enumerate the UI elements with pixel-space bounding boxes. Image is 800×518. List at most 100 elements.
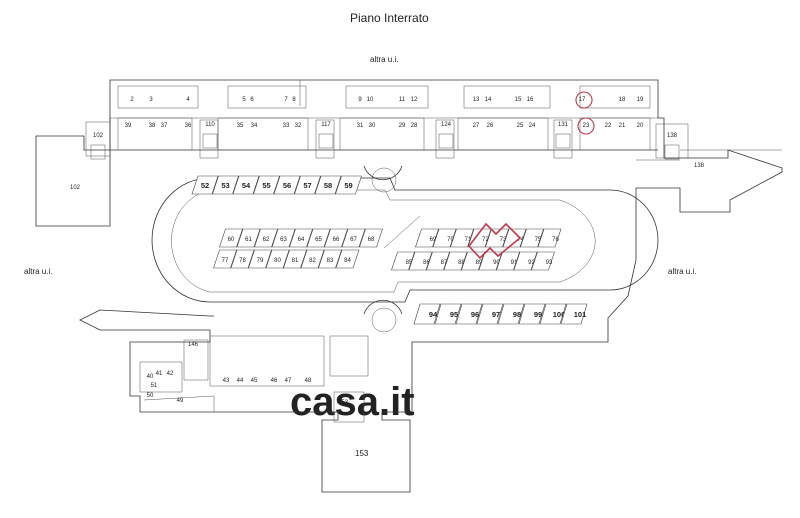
parking-stall [318,249,342,269]
cellar-10: 10 [367,97,374,103]
parking-stall [502,228,527,248]
parking-stall-label-66: 66 [333,237,340,243]
cellar-16: 16 [527,97,534,103]
parking-stall [300,249,325,269]
cellar-45: 45 [251,378,258,384]
cellar-19: 19 [637,97,644,103]
cellar-38: 38 [149,123,156,129]
parking-stall-label-84: 84 [344,258,351,264]
parking-stall [467,228,492,248]
stair-label-117: 117 [321,122,331,128]
cellar-43: 43 [223,378,230,384]
parking-stall [271,228,296,248]
ramp-track [151,177,659,303]
cellar-17: 17 [579,97,586,103]
parking-stall-label-96: 96 [471,310,479,319]
cellar-23: 23 [583,123,590,129]
parking-stall-label-82: 82 [309,258,316,264]
cellar-5: 5 [242,97,246,103]
parking-stall-label-73: 73 [500,237,507,243]
parking-stall-label-95: 95 [450,310,458,319]
cellar-44: 44 [237,378,244,384]
parking-stall [232,175,260,195]
parking-stall-label-87: 87 [441,260,448,266]
parking-stall-label-81: 81 [292,258,299,264]
cellar-18: 18 [619,97,626,103]
parking-stall-label-55: 55 [262,181,270,190]
parking-stall-label-78: 78 [239,258,246,264]
stair-core [202,133,218,149]
plan-title: Piano Interrato [350,11,429,25]
parking-stall [253,175,280,195]
cellar-50: 50 [147,393,154,399]
cellar-51: 51 [151,383,158,389]
parking-stall-label-72: 72 [482,237,489,243]
parking-stall [432,228,457,248]
parking-stall [314,175,342,195]
cellar-40: 40 [147,374,154,380]
parking-stall [531,251,555,271]
parking-stall-label-80: 80 [274,258,281,264]
parking-stall-label-57: 57 [303,181,311,190]
parking-stall-label-93: 93 [546,260,553,266]
parking-stall [236,228,261,248]
parking-stall [537,228,562,248]
side-label-138: 138 [694,163,705,169]
parking-stall-label-75: 75 [535,237,542,243]
stair-core [438,133,454,149]
cellar-39: 39 [125,123,132,129]
parking-stall-label-98: 98 [513,310,521,319]
cellar-13: 13 [473,97,480,103]
parking-stall [341,228,366,248]
parking-stall-label-90: 90 [493,260,500,266]
parking-stall [273,175,301,195]
cellar-12: 12 [411,97,418,103]
parking-stall [415,228,439,248]
cellar-47: 47 [285,378,292,384]
watermark: casa.it [290,380,415,424]
cellar-33: 33 [283,123,290,129]
stair-core [664,144,680,160]
cellar-24: 24 [529,123,536,129]
cellar-26: 26 [487,123,494,129]
cellar-11: 11 [399,97,406,103]
cellar-48: 48 [305,378,312,384]
cellar-32: 32 [295,123,302,129]
parking-stall [539,303,567,325]
spiral-ramps [363,165,403,333]
parking-stall-label-88: 88 [458,260,465,266]
parking-stall-label-59: 59 [344,181,352,190]
parking-stall [335,249,360,269]
parking-stall [248,249,272,269]
parking-stall-label-74: 74 [517,237,524,243]
parking-stall [450,228,474,248]
cellar-27: 27 [473,123,480,129]
parking-stall-label-79: 79 [257,258,264,264]
parking-stall-label-89: 89 [476,260,483,266]
cellar-42: 42 [167,371,174,377]
parking-stall [518,303,546,325]
parking-stall-label-69: 69 [430,237,437,243]
parking-stall-label-61: 61 [245,237,252,243]
stair-label-131: 131 [558,122,569,128]
parking-stall [496,251,520,271]
stair-label-153: 153 [338,400,349,406]
parking-stall-label-77: 77 [222,258,229,264]
parking-stall [478,251,503,271]
cellar-4: 4 [186,97,190,103]
cellar-6: 6 [250,97,254,103]
cellar-21: 21 [619,123,626,129]
parking-stall-label-67: 67 [350,237,357,243]
parking-stall-label-85: 85 [406,260,413,266]
cellar-49: 49 [177,398,184,404]
parking-stall-label-76: 76 [552,237,559,243]
parking-stall-label-70: 70 [447,237,454,243]
